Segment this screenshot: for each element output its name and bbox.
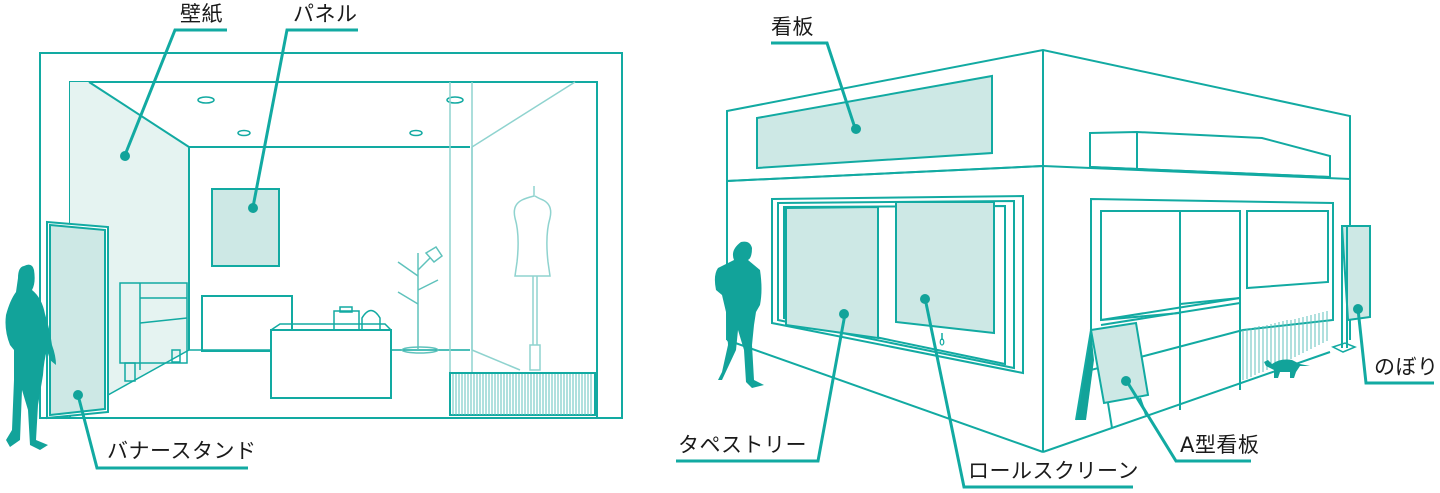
- panel-board: [211, 188, 280, 267]
- label-roll-screen: ロールスクリーン: [968, 459, 1139, 483]
- label-panel: パネル: [293, 2, 358, 26]
- label-tapestry: タペストリー: [678, 433, 807, 457]
- man-silhouette: [714, 241, 764, 388]
- cat-silhouette: [1264, 359, 1310, 378]
- label-wallpaper: 壁紙: [180, 2, 223, 26]
- label-nobori: のぼり: [1374, 355, 1439, 379]
- label-signboard: 看板: [771, 15, 814, 39]
- interior-room: [5, 52, 623, 450]
- woman-silhouette: [5, 264, 56, 450]
- label-banner-stand: バナースタンド: [107, 439, 257, 463]
- signboard-panel: [756, 74, 993, 170]
- exterior-building: [714, 48, 1371, 453]
- label-a-frame-sign: A型看板: [1180, 433, 1260, 457]
